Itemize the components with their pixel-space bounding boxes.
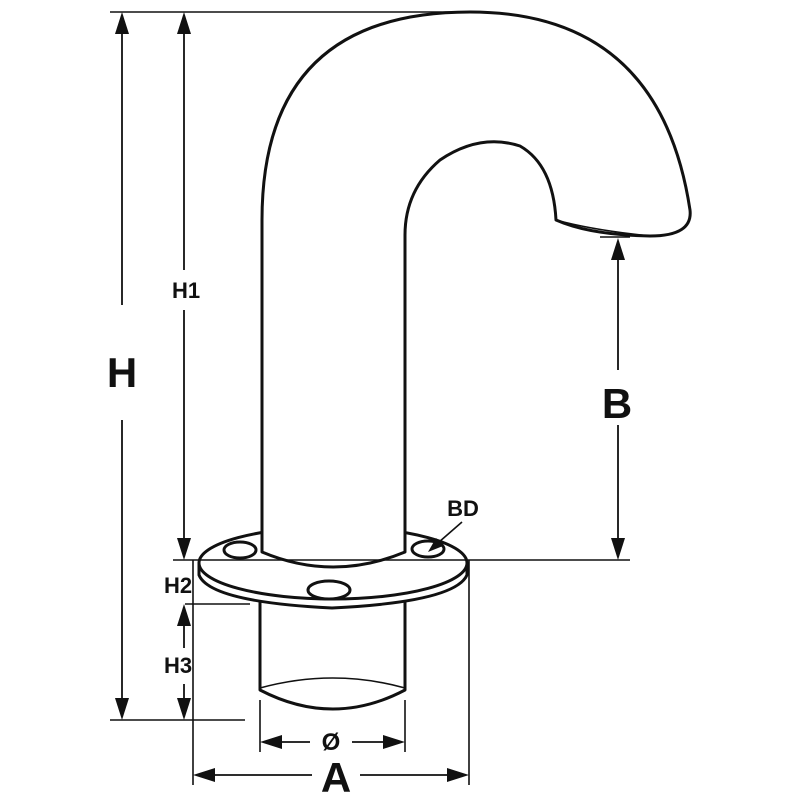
label-h: H (107, 349, 137, 396)
mounting-hole-left (222, 540, 258, 560)
mounting-hole-front (306, 579, 352, 601)
dimension-a: A (193, 754, 469, 800)
dimension-b: B (602, 238, 632, 560)
mounting-holes (222, 539, 446, 601)
dimension-h3: H3 (164, 604, 192, 720)
label-h2: H2 (164, 573, 192, 598)
dimension-diameter: Ø (260, 729, 405, 756)
label-b: B (602, 380, 632, 427)
dimension-h: H (107, 12, 137, 720)
dimension-bd: BD (428, 496, 479, 552)
label-h1: H1 (172, 278, 200, 303)
label-a: A (321, 754, 351, 800)
label-diameter: Ø (322, 729, 341, 756)
label-bd: BD (447, 496, 479, 521)
spout-body (260, 10, 692, 569)
dimension-h1: H1 (172, 12, 200, 560)
extension-lines (110, 11, 630, 785)
label-h3: H3 (164, 653, 192, 678)
lower-shank (258, 598, 407, 711)
